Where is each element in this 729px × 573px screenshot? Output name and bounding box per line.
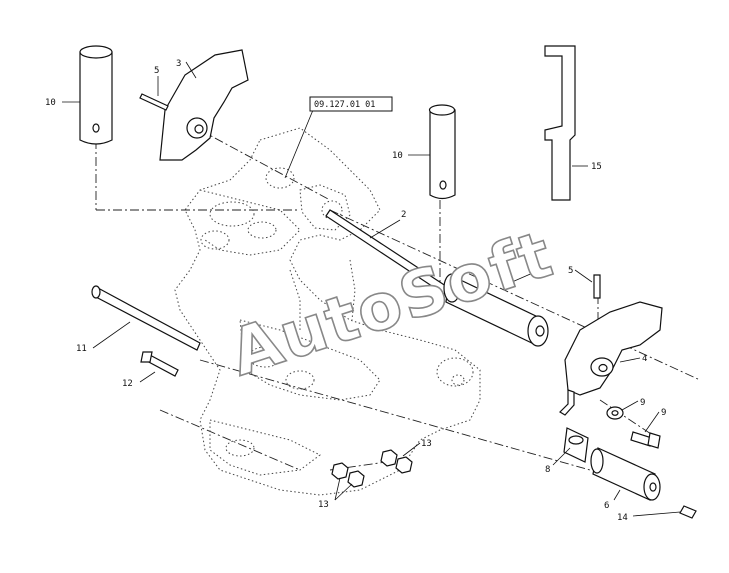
washer-part-8 bbox=[606, 406, 624, 420]
callouts: 10 10 3 5 2 1 15 5 4 11 12 9 10 9 8 6 14… bbox=[45, 59, 666, 523]
callout-13: 13 bbox=[421, 439, 432, 449]
pin-left-part-10 bbox=[79, 45, 113, 145]
callout-13: 13 bbox=[318, 500, 329, 510]
bolt-part-5-upper bbox=[139, 93, 169, 111]
grease-nipple-part-14 bbox=[679, 505, 697, 519]
callout-11: 11 bbox=[76, 344, 87, 354]
cylinder-part-1 bbox=[443, 273, 549, 347]
callout-10: 10 bbox=[392, 151, 403, 161]
callout-2: 2 bbox=[401, 210, 406, 220]
long-bolt-part-11 bbox=[91, 285, 201, 351]
callout-5: 5 bbox=[568, 266, 573, 276]
callout-12: 12 bbox=[122, 379, 133, 389]
leader-lines bbox=[62, 61, 681, 517]
reference-code-box: 09.127.01 01 bbox=[309, 96, 393, 112]
callout-3: 3 bbox=[176, 59, 181, 69]
callout-14: 14 bbox=[617, 513, 628, 523]
callout-7: 8 bbox=[545, 465, 550, 475]
callout-15: 15 bbox=[591, 162, 602, 172]
callout-9: 9 bbox=[661, 408, 666, 418]
watermark: AutoSoft bbox=[221, 217, 563, 392]
nuts-part-13 bbox=[331, 449, 413, 488]
hook-bar-part-15 bbox=[544, 45, 576, 201]
callout-8: 9 bbox=[640, 398, 645, 408]
callout-5: 5 bbox=[154, 66, 159, 76]
pin-center-part-10 bbox=[428, 104, 456, 200]
reference-code: 09.127.01 01 bbox=[314, 100, 375, 110]
cylinder-part-6 bbox=[590, 447, 661, 501]
plate-part-3 bbox=[159, 49, 249, 161]
screw-part-9 bbox=[630, 431, 661, 449]
pin-part-5-right bbox=[593, 274, 601, 299]
callout-1: 1 bbox=[531, 268, 536, 278]
callout-10: 10 bbox=[45, 98, 56, 108]
plate-part-4 bbox=[559, 301, 663, 416]
frame-housing bbox=[174, 127, 481, 496]
autosoft-watermark: AutoSoft bbox=[222, 218, 563, 392]
clamp-part-7 bbox=[563, 427, 589, 463]
callout-4: 4 bbox=[642, 354, 647, 364]
callout-6: 6 bbox=[604, 501, 609, 511]
short-bolt-part-12 bbox=[140, 351, 179, 377]
